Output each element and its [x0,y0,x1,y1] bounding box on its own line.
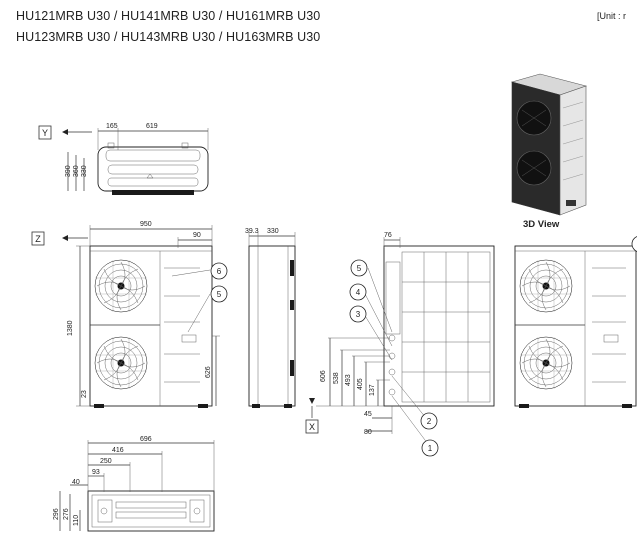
callout-5-back: 5 [350,259,368,277]
callout-3: 3 [349,305,367,323]
dim-76: 76 [384,232,392,239]
unit-label: [Unit : r [597,11,627,21]
dim-296: 296 [53,508,60,520]
view-marker-z: Z [35,234,41,244]
dim-330: 330 [81,165,88,177]
view-marker-z-box [31,231,45,246]
callout-6-label: 6 [217,267,222,276]
back-view [309,237,495,445]
callout-1: 1 [421,439,439,457]
callout-1-label: 1 [428,444,433,453]
model-title-line-2: HU123MRB U30 / HU143MRB U30 / HU163MRB U… [16,30,321,44]
dim-1380: 1380 [67,320,74,336]
front-view [62,225,220,408]
callout-2-label: 2 [427,417,432,426]
view-marker-x-box [305,419,319,434]
dim-276: 276 [63,508,70,520]
callout-5-front-label: 5 [217,290,222,299]
model-title-line-1: HU121MRB U30 / HU141MRB U30 / HU161MRB U… [16,9,321,23]
view-marker-x: X [309,422,315,432]
callout-4-label: 4 [356,288,361,297]
dim-90: 90 [193,232,201,239]
dim-137: 137 [369,384,376,396]
base-view [59,440,215,532]
dim-23: 23 [81,390,88,398]
dim-619: 619 [146,123,158,130]
dim-side-330: 330 [267,228,279,235]
dim-110: 110 [73,515,80,526]
dim-493: 493 [345,374,352,386]
dim-80: 80 [364,429,372,436]
callout-2: 2 [420,412,438,430]
view-marker-y-box [38,125,52,140]
dim-40: 40 [72,479,80,486]
dim-696: 696 [140,436,152,443]
dim-39-3: 39.3 [245,228,259,235]
dim-626: 626 [205,366,212,378]
dim-360: 360 [73,165,80,177]
dim-538: 538 [333,372,340,384]
dim-45: 45 [364,411,372,418]
dim-93: 93 [92,469,100,476]
callout-3-label: 3 [356,310,361,319]
side-view [248,232,296,408]
dim-416: 416 [112,447,124,454]
top-view [62,128,209,195]
callout-4: 4 [349,283,367,301]
callout-5-front: 5 [210,285,228,303]
callout-5-back-label: 5 [357,264,362,273]
dim-950: 950 [140,221,152,228]
dim-165: 165 [106,123,118,130]
dim-606: 606 [320,370,327,382]
callout-6: 6 [210,262,228,280]
dim-405: 405 [357,378,364,390]
unit-3d-render [510,73,588,216]
dim-390: 390 [65,165,72,177]
view-3d-label: 3D View [523,219,560,230]
dim-250: 250 [100,458,112,465]
view-marker-y: Y [42,128,48,138]
front-view-right [514,236,637,408]
